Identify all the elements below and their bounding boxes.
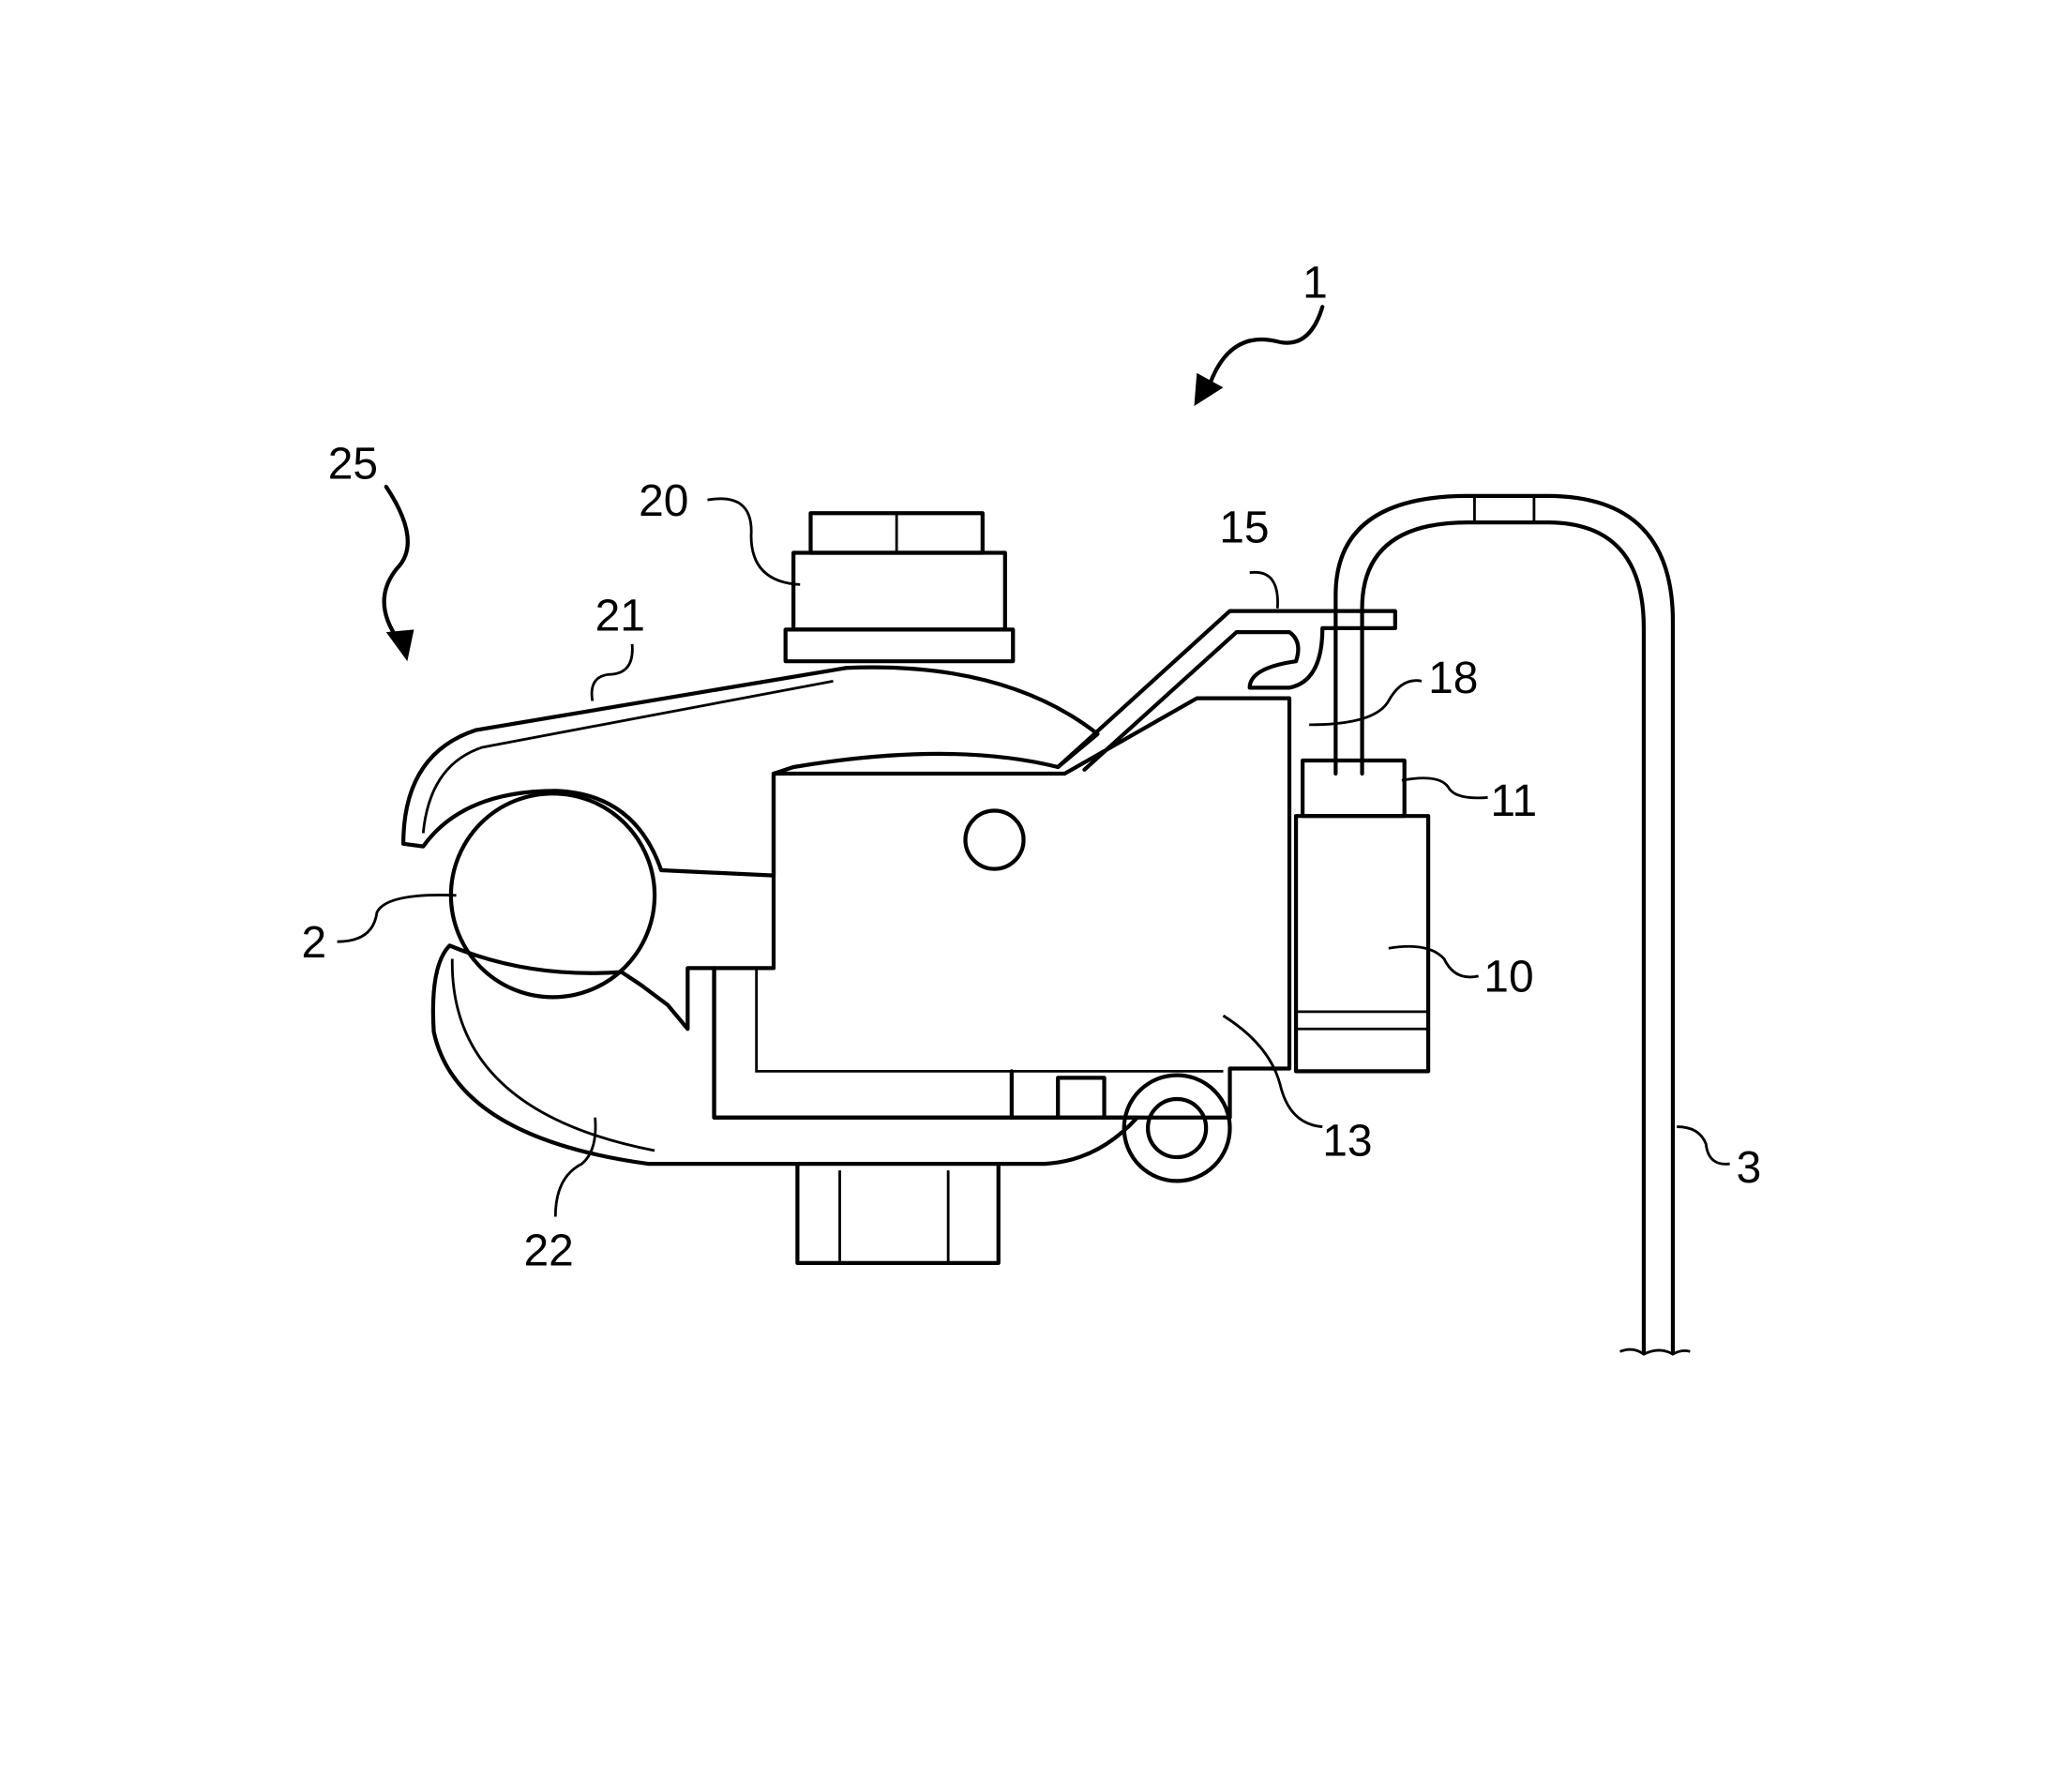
label-13: 13 — [1322, 1117, 1372, 1167]
bolt — [783, 511, 1016, 664]
label-2: 2 — [302, 918, 327, 968]
label-22: 22 — [523, 1227, 573, 1276]
roller — [1122, 1073, 1232, 1183]
lower-jaw — [430, 943, 1139, 1167]
label-15: 15 — [1219, 503, 1269, 552]
label-10: 10 — [1483, 953, 1533, 1002]
label-18: 18 — [1428, 654, 1478, 703]
housing — [1293, 758, 1431, 1074]
label-20: 20 — [639, 476, 688, 526]
label-11: 11 — [1490, 776, 1537, 826]
label-25: 25 — [328, 440, 378, 489]
label-3: 3 — [1737, 1143, 1762, 1193]
hook — [1056, 609, 1397, 772]
conductor — [448, 791, 657, 1000]
bracket — [712, 696, 1292, 1120]
bottom-block — [795, 1161, 1001, 1265]
upper-jaw — [401, 665, 1100, 878]
label-1: 1 — [1303, 258, 1328, 308]
cable — [1333, 493, 1676, 1354]
label-21: 21 — [595, 592, 645, 641]
